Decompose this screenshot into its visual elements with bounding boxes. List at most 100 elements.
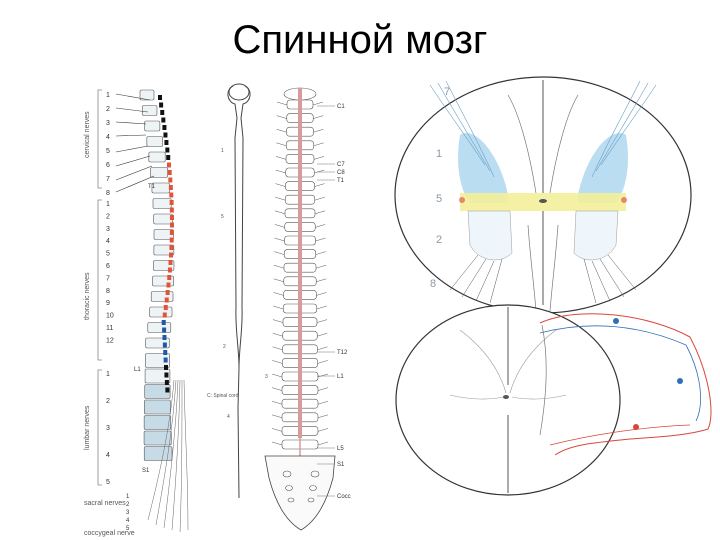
spinal-cord-front-view: 1 5 2 3 4 C: Spinal cord C1C7C8T1T12L1L5… <box>207 83 351 531</box>
cervical-nerve-number-1: 1 <box>106 92 110 99</box>
sacral-nerves-label: sacral nerves <box>84 500 126 507</box>
section-label-5: 5 <box>436 193 442 205</box>
transverse-process-left-20 <box>272 360 283 364</box>
level-label-Cocc: Cocc <box>337 494 351 500</box>
vertebra-14 <box>150 291 174 302</box>
mid-left-label-1: 1 <box>221 148 224 154</box>
cervical-nerves-label: cervical nerves <box>84 111 91 158</box>
cauda-equina <box>147 379 189 533</box>
mid-left-label-2: 5 <box>221 214 224 220</box>
dorsal-horn-left <box>458 133 508 203</box>
cord-segment-26 <box>166 282 171 288</box>
cord-segment-9 <box>166 155 171 160</box>
transverse-process-right-2 <box>313 115 324 119</box>
transverse-process-left-21 <box>271 373 283 378</box>
section-label-7: 7 <box>444 86 450 98</box>
cervical-nerve-number-8: 8 <box>106 190 110 197</box>
cross-section-top: 7 1 5 2 8 <box>394 76 692 314</box>
cord-segment-29 <box>163 305 168 310</box>
transverse-process-left-18 <box>272 332 283 337</box>
section-label-1: 1 <box>436 148 442 160</box>
thoracic-nerve-number-6: 6 <box>106 263 110 270</box>
transverse-process-right-11 <box>315 237 326 242</box>
vertebra-6 <box>150 167 168 178</box>
cord-segment-25 <box>167 275 172 280</box>
cervical-nerve-number-6: 6 <box>106 162 110 169</box>
level-label-S1: S1 <box>337 462 345 468</box>
cord-segment-15 <box>169 200 174 205</box>
vertebra-3 <box>144 120 161 132</box>
cord-segment-32 <box>162 327 167 333</box>
section-label-2: 2 <box>436 234 442 246</box>
thoracic-nerve-number-2: 2 <box>106 213 110 220</box>
cervical-nerve-number-7: 7 <box>106 176 110 183</box>
cord-segment-17 <box>169 215 174 220</box>
vertebra-20 <box>144 384 171 399</box>
transverse-process-left-15 <box>273 292 284 296</box>
transverse-process-right-21 <box>317 373 329 378</box>
transverse-process-left-26 <box>271 441 283 446</box>
vertebra-16 <box>147 322 172 333</box>
lumbar-nerve-number-1: 1 <box>106 371 110 378</box>
cord-segment-27 <box>165 290 170 295</box>
cord-segment-12 <box>168 177 173 183</box>
sacral-foramina <box>282 470 320 503</box>
transverse-process-left-24 <box>271 414 283 419</box>
level-label-T1: T1 <box>337 178 345 184</box>
nerve-root-lines <box>115 93 155 193</box>
cord-segment-38 <box>164 372 169 378</box>
lumbar-nerve-number-3: 3 <box>106 425 110 432</box>
cord-segment-31 <box>161 320 166 325</box>
vertebra-21 <box>144 399 171 415</box>
mid-left-label-5: 4 <box>227 414 230 420</box>
transverse-process-left-25 <box>271 428 283 432</box>
cord-segment-19 <box>169 230 174 235</box>
dorsal-horn-right <box>578 133 628 203</box>
spinal-cord-cross-sections: 7 1 5 2 8 <box>394 76 712 496</box>
cervical-nerve-number-4: 4 <box>106 134 110 141</box>
cord-segment-3 <box>160 110 165 115</box>
level-label-L1: L1 <box>337 374 344 380</box>
mid-left-label-4: 3 <box>265 374 268 380</box>
cord-segment-13 <box>168 185 173 190</box>
vertebra-24 <box>143 446 173 461</box>
transverse-process-left-10 <box>274 224 285 228</box>
transverse-process-left-9 <box>274 210 286 215</box>
vertebra-1 <box>139 89 155 101</box>
vertebra-19 <box>144 368 171 384</box>
cord-segment-16 <box>169 207 174 213</box>
cervical-nerve-number-5: 5 <box>106 148 110 155</box>
cross-section-bottom <box>395 304 712 496</box>
transverse-process-left-17 <box>272 319 284 323</box>
spinal-cord-caption: C: Spinal cord <box>207 393 239 399</box>
thoracic-nerve-number-3: 3 <box>106 226 110 233</box>
transverse-process-right-17 <box>316 319 328 323</box>
ganglion-dot-2 <box>677 378 683 384</box>
cord-segment-11 <box>167 170 172 175</box>
thoracic-nerve-number-8: 8 <box>106 288 110 295</box>
transverse-process-right-14 <box>316 278 327 283</box>
sacral-nerve-number-1: 1 <box>126 494 130 500</box>
t1-marker: T1 <box>148 184 156 190</box>
cord-segment-18 <box>169 222 174 228</box>
cervical-nerve-number-2: 2 <box>106 106 110 113</box>
ganglion-dot-1 <box>613 318 619 324</box>
cord-segment-2 <box>159 102 164 108</box>
cord-segment-21 <box>169 245 174 250</box>
cord-segment-7 <box>164 140 169 145</box>
cord-segment-30 <box>162 312 167 318</box>
transverse-process-left-7 <box>275 183 286 187</box>
transverse-process-left-4 <box>276 142 287 147</box>
cord-segment-22 <box>169 252 174 258</box>
transverse-process-right-7 <box>314 183 325 187</box>
cord-segment-35 <box>163 350 168 355</box>
transverse-process-right-22 <box>317 387 329 391</box>
l1-marker: L1 <box>134 367 141 373</box>
level-label-C8: C8 <box>337 170 345 176</box>
level-label-L5: L5 <box>337 446 344 452</box>
transverse-process-right-6 <box>314 169 325 174</box>
thoracic-nerve-number-5: 5 <box>106 251 110 258</box>
transverse-process-right-26 <box>317 441 329 446</box>
transverse-process-right-24 <box>317 414 329 419</box>
